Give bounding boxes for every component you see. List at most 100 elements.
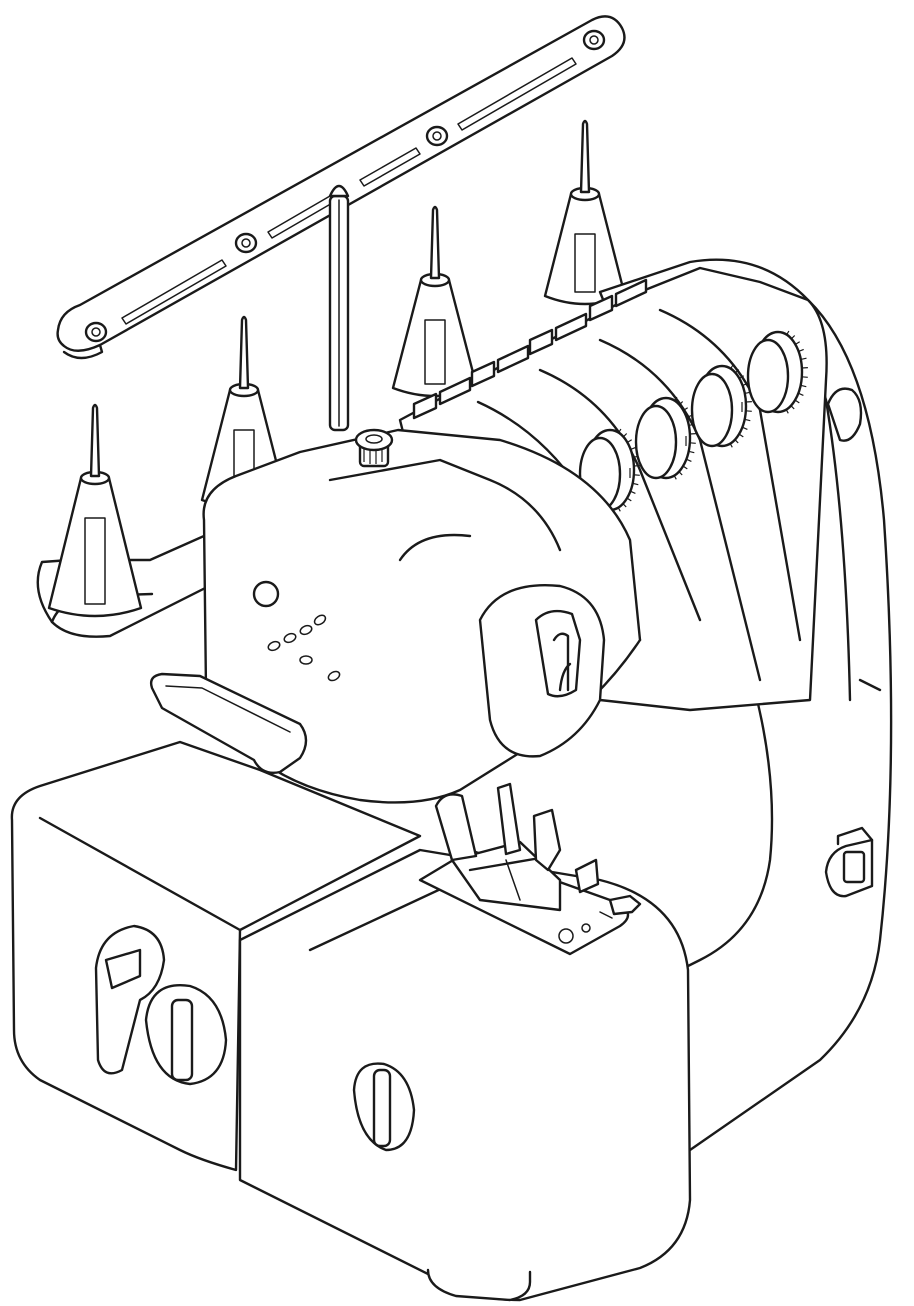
dial-ridge xyxy=(742,426,748,430)
dial-ridge xyxy=(745,410,752,412)
spool-pin xyxy=(47,403,143,618)
spool-pin-rod xyxy=(429,205,441,280)
spool-pin-rod xyxy=(89,403,101,478)
dial-tab xyxy=(528,328,554,356)
vent-slot xyxy=(299,624,313,636)
tension-dial-tabs xyxy=(412,278,648,420)
dial-ridge xyxy=(801,376,808,378)
dial-ridge xyxy=(622,503,627,508)
dial-window xyxy=(614,278,648,308)
dial-ridge xyxy=(633,474,640,476)
dial-ridge xyxy=(630,490,636,494)
spool-pin xyxy=(391,205,479,398)
dial-ridge xyxy=(794,399,800,404)
dial-face xyxy=(746,338,790,414)
spool-cone-slot xyxy=(574,233,596,293)
dial-ridge xyxy=(622,433,628,438)
dial-ridge xyxy=(674,396,678,402)
vent-slot xyxy=(327,670,341,682)
dial-ridge xyxy=(734,369,740,374)
dial-window xyxy=(554,312,588,342)
dial-ridge xyxy=(798,392,804,396)
spool-cone-slot xyxy=(424,319,446,385)
vent-slot xyxy=(313,614,327,626)
dial-ridge xyxy=(618,428,622,434)
spool-pin-rod xyxy=(238,315,250,390)
dial-ridge xyxy=(632,482,639,486)
tension-dial xyxy=(685,364,752,448)
guide-hole xyxy=(234,232,258,254)
guide-holes xyxy=(84,29,606,343)
dial-face xyxy=(634,404,678,480)
guide-hole-inner xyxy=(432,131,442,141)
dial-ridge xyxy=(730,364,734,370)
dial-ridge xyxy=(798,348,804,352)
guide-slot xyxy=(359,147,421,187)
dial-ridge xyxy=(673,475,677,480)
dial-ridge xyxy=(627,439,633,443)
needle-clamp-housing xyxy=(478,584,606,758)
arm-latch xyxy=(824,826,874,898)
presser-lifter xyxy=(608,894,642,916)
telescopic-rod xyxy=(328,184,350,432)
dial-ridge xyxy=(626,497,632,502)
tension-dial xyxy=(629,396,696,480)
tension-dial xyxy=(741,330,808,414)
dial-ridge xyxy=(785,409,789,414)
dial-face xyxy=(690,372,734,448)
dial-ridge xyxy=(786,330,790,336)
dial-ridge xyxy=(790,405,795,410)
vent-circle xyxy=(252,580,280,608)
dial-ridge xyxy=(617,507,621,512)
dial-ridge xyxy=(630,446,636,450)
dial-ridge xyxy=(678,471,683,476)
dial-tab xyxy=(412,392,438,420)
dial-ridge xyxy=(742,382,748,386)
spool-cone xyxy=(47,472,143,618)
presser-foot xyxy=(434,782,600,912)
dial-tab xyxy=(470,360,496,388)
dial-ridge xyxy=(738,433,744,438)
guide-hole-inner xyxy=(241,238,251,248)
guide-slot xyxy=(457,57,577,131)
front-looper-cover xyxy=(238,848,692,1302)
dial-ridge xyxy=(800,384,807,388)
vent-slot xyxy=(283,632,297,644)
spool-cone-slot xyxy=(84,517,106,605)
dial-ridge xyxy=(682,465,688,470)
dial-ridge xyxy=(686,414,692,418)
dial-tab xyxy=(588,294,614,322)
dial-window xyxy=(438,376,472,406)
dial-ridge xyxy=(683,407,689,411)
vent-slot xyxy=(267,640,281,652)
spool-cone xyxy=(391,274,479,398)
dial-window xyxy=(496,344,530,374)
dial-ridge xyxy=(795,341,801,345)
guide-slot xyxy=(121,259,227,325)
dial-ridge xyxy=(689,442,696,444)
cover-lever xyxy=(149,672,308,774)
spool-pin xyxy=(543,119,627,306)
tension-dials xyxy=(573,330,808,512)
dial-ridge xyxy=(800,357,807,360)
dial-ridge xyxy=(744,418,751,422)
dial-ridge xyxy=(790,335,796,340)
guide-hole xyxy=(84,321,108,343)
dial-ridge xyxy=(739,375,745,379)
differential-feed-knob xyxy=(354,428,394,468)
dial-ridge xyxy=(729,443,733,448)
spool-pin-rod xyxy=(579,119,591,194)
thread-guide-bar xyxy=(56,15,626,360)
vent-slots xyxy=(267,614,341,682)
dial-ridge xyxy=(734,439,739,444)
guide-hole xyxy=(582,29,606,51)
dial-ridge xyxy=(678,401,684,406)
guide-hole-inner xyxy=(589,35,599,45)
guide-hole-inner xyxy=(91,327,101,337)
vent-slot xyxy=(299,655,313,665)
guide-hole xyxy=(425,125,449,147)
dial-ridge xyxy=(688,450,695,454)
dial-ridge xyxy=(686,458,692,462)
